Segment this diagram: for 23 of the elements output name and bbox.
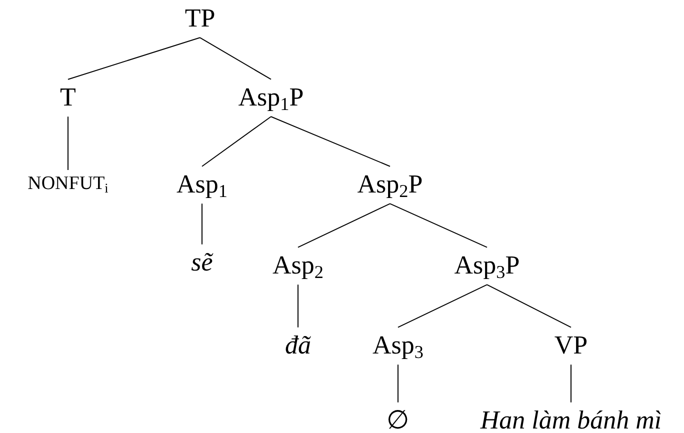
tree-label: TP — [184, 4, 216, 32]
tree-label: đã — [285, 331, 311, 359]
tree-branch — [270, 116, 390, 167]
tree-label: Asp$_{2}$ — [272, 251, 324, 279]
tree-label: T — [60, 83, 76, 111]
tree-label: Asp$_{2}$P — [357, 170, 423, 198]
tree-label: VP — [554, 331, 588, 359]
tree-label: Asp$_{1}$ — [176, 170, 228, 198]
tree-label: NONFUT$_{i}$ — [28, 174, 108, 194]
tree-branch — [486, 284, 572, 328]
tree-label: Asp$_{3}$ — [372, 331, 424, 359]
tree-label: Asp$_{3}$P — [454, 251, 520, 279]
tree-branch — [298, 203, 390, 248]
tree-branch — [570, 364, 572, 403]
tree-label: Asp$_{1}$P — [238, 83, 304, 111]
tree-label: sẽ — [191, 248, 213, 276]
tree-label: ∅ — [386, 406, 410, 433]
tree-branch — [390, 203, 488, 248]
tree-branch — [398, 284, 488, 328]
tree-label: Han làm bánh mì — [480, 406, 662, 433]
tree-branch — [200, 37, 272, 80]
tree-branch — [68, 37, 200, 80]
tree-branch — [202, 116, 272, 167]
